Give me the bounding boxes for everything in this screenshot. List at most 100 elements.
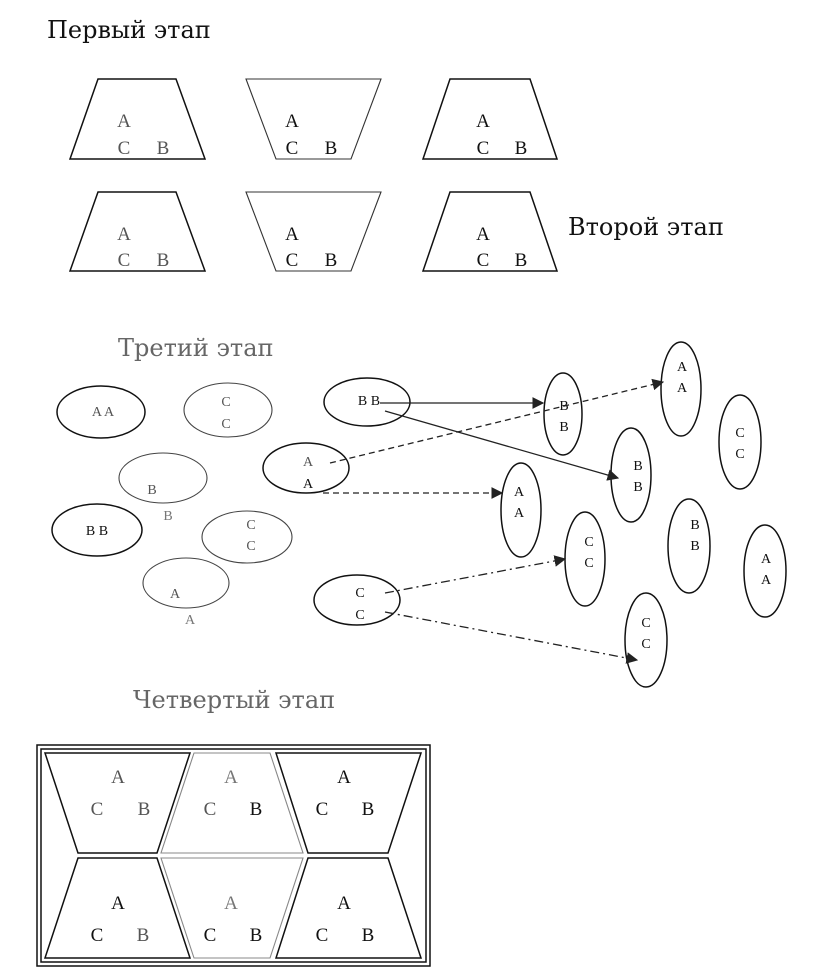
stray-letter-b: B xyxy=(163,509,172,524)
tile-letter-a: A xyxy=(337,767,351,788)
ellipse-letter-c: C xyxy=(246,539,255,554)
ellipse-letter-a: A xyxy=(677,360,688,375)
ellipse-letter-b: B xyxy=(633,480,642,495)
ellipse-label: A xyxy=(170,587,181,602)
tile-letter-c: C xyxy=(204,925,217,946)
trapezoid-1: A C B xyxy=(68,78,207,160)
tile-letter-c: C xyxy=(477,138,490,159)
tile-letter-c: C xyxy=(118,138,131,159)
ellipse-a-left: A A xyxy=(142,557,230,628)
ellipse-letter-c: C xyxy=(221,417,230,432)
arrow-aa-to-aa-1 xyxy=(329,378,665,464)
tile-letter-c: C xyxy=(286,250,299,271)
tile-letter-a: A xyxy=(224,893,238,914)
ellipse-cc-left-2: C C xyxy=(201,510,293,564)
ellipse-letter-c: C xyxy=(246,518,255,533)
arrow-bb-to-bb-2 xyxy=(384,410,620,481)
tile-letter-b: B xyxy=(362,799,375,820)
ellipse-cc-source: C C xyxy=(313,574,401,626)
trapezoid-3: A C B xyxy=(421,78,559,160)
vellipse-bb-1: B B xyxy=(543,372,583,456)
ellipse-letter-c: C xyxy=(221,395,230,410)
tile-letter-a: A xyxy=(285,111,299,132)
stage-4-title: Четвертый этап xyxy=(133,686,335,714)
tile-letter-b: B xyxy=(515,250,528,271)
ellipse-label: A A xyxy=(92,405,115,420)
ellipse-label: B B xyxy=(358,394,380,409)
tile-letter-c: C xyxy=(316,925,329,946)
trapezoid-4: A C B xyxy=(68,191,207,272)
trapezoid-2: A C B xyxy=(245,78,382,160)
ellipse-letter-b: B xyxy=(633,459,642,474)
ellipse-bb-source: B B xyxy=(323,377,411,427)
ellipse-b-left: B B xyxy=(118,452,208,524)
tile-letter-c: C xyxy=(118,250,131,271)
tile-letter-a: A xyxy=(285,224,299,245)
tile-letter-b: B xyxy=(362,925,375,946)
tile-letter-c: C xyxy=(91,925,104,946)
ellipse-letter-a: A xyxy=(303,455,314,470)
vellipse-aa-2: A A xyxy=(500,462,542,558)
ellipse-letter-c: C xyxy=(355,608,364,623)
arrow-cc-to-cc-2 xyxy=(384,611,639,664)
ellipse-aa-source: A A xyxy=(262,442,350,494)
ellipse-letter-a: A xyxy=(761,573,772,588)
tile-letter-b: B xyxy=(157,138,170,159)
vellipse-cc-3: C C xyxy=(624,592,668,688)
tile-letter-b: B xyxy=(325,250,338,271)
ellipse-letter-c: C xyxy=(584,556,593,571)
ellipse-letter-b: B xyxy=(559,420,568,435)
tile-letter-b: B xyxy=(325,138,338,159)
ellipse-letter-b: B xyxy=(690,539,699,554)
assembled-grid: A C B A C B A C B A C B A C B A C B xyxy=(36,744,431,967)
ellipse-label: B xyxy=(147,483,156,498)
ellipse-bb-left: B B xyxy=(51,503,143,557)
tile-letter-b: B xyxy=(157,250,170,271)
ellipse-label: B B xyxy=(86,524,108,539)
ellipse-letter-c: C xyxy=(735,447,744,462)
ellipse-letter-c: C xyxy=(641,637,650,652)
ellipse-letter-a: A xyxy=(514,506,525,521)
tile-letter-a: A xyxy=(111,767,125,788)
vellipse-bb-3: B B xyxy=(667,498,711,594)
tile-letter-a: A xyxy=(224,767,238,788)
trapezoid-6: A C B xyxy=(421,191,559,272)
tile-letter-a: A xyxy=(117,111,131,132)
tile-letter-c: C xyxy=(91,799,104,820)
vellipse-bb-2: B B xyxy=(610,427,652,523)
ellipse-letter-a: A xyxy=(514,485,525,500)
tile-letter-a: A xyxy=(476,111,490,132)
tile-letter-c: C xyxy=(316,799,329,820)
tile-letter-b: B xyxy=(138,799,151,820)
tile-letter-a: A xyxy=(476,224,490,245)
trapezoid-5: A C B xyxy=(245,191,382,272)
ellipse-letter-a: A xyxy=(761,552,772,567)
ellipse-letter-c: C xyxy=(641,616,650,631)
vellipse-aa-3: A A xyxy=(743,524,787,618)
stage-1-title: Первый этап xyxy=(47,16,211,44)
ellipse-cc-left: C C xyxy=(183,382,273,438)
vellipse-cc-1: C C xyxy=(718,394,762,490)
stage-2-title: Второй этап xyxy=(568,213,724,241)
arrow-cc-to-cc-1 xyxy=(384,555,567,594)
ellipse-letter-c: C xyxy=(584,535,593,550)
tile-letter-b: B xyxy=(250,799,263,820)
tile-letter-c: C xyxy=(477,250,490,271)
vellipse-aa-1: A A xyxy=(660,341,702,437)
tile-letter-c: C xyxy=(204,799,217,820)
tile-letter-b: B xyxy=(250,925,263,946)
tile-letter-a: A xyxy=(117,224,131,245)
ellipse-aa-left: A A xyxy=(56,385,146,439)
tile-letter-c: C xyxy=(286,138,299,159)
ellipse-letter-c: C xyxy=(735,426,744,441)
ellipse-letter-a: A xyxy=(303,477,314,492)
tile-letter-a: A xyxy=(111,893,125,914)
vellipse-cc-2: C C xyxy=(564,511,606,607)
stray-letter-a: A xyxy=(185,613,196,628)
tile-letter-b: B xyxy=(515,138,528,159)
stage-3-title: Третий этап xyxy=(118,334,274,362)
ellipse-letter-a: A xyxy=(677,381,688,396)
tile-letter-a: A xyxy=(337,893,351,914)
ellipse-letter-c: C xyxy=(355,586,364,601)
